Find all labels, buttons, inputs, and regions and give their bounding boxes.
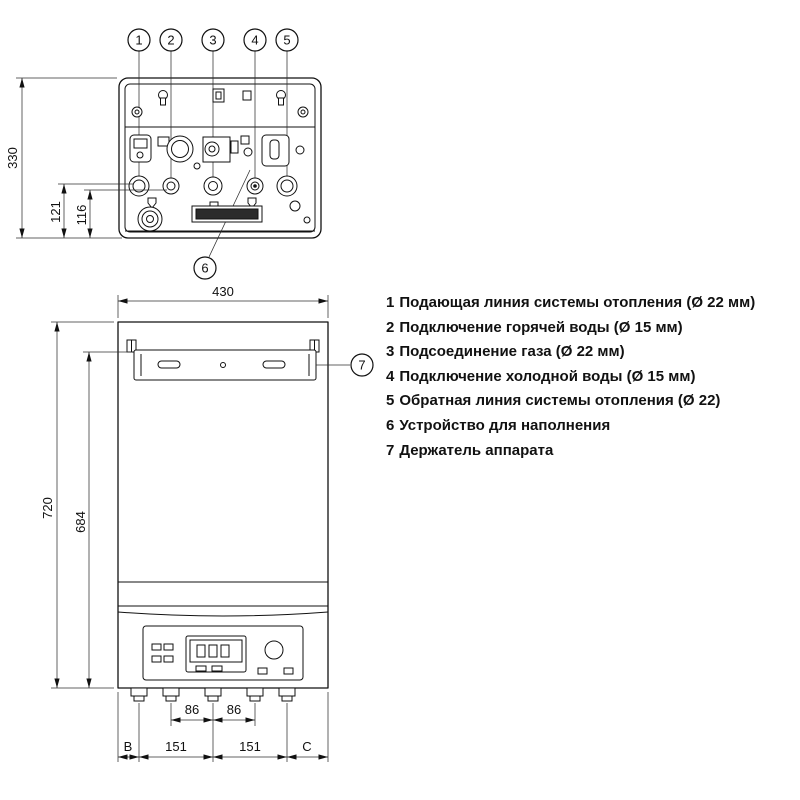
legend-item-3-text: Подсоединение газа (Ø 22 мм) [399,343,625,361]
hydraulic-components [129,134,305,170]
mounting-bracket [133,349,317,381]
callout-1-label: 1 [135,33,142,48]
panel-button [283,667,294,675]
legend-item-3-number: 3 [386,343,395,361]
dim-height-720: 720 [40,321,114,689]
dim-430-label: 430 [212,284,234,299]
legend-item-7-text: Держатель аппарата [399,441,554,459]
callout-2-label: 2 [167,33,174,48]
legend-item-2-text: Подключение горячей воды (Ø 15 мм) [399,318,683,336]
legend-item-1-text: Подающая линия системы отопления (Ø 22 м… [399,294,756,311]
dim-bracket-684: 684 [73,351,132,688]
dim-684-label: 684 [73,511,88,533]
legend-item-6-text: Устройство для наполнения [399,416,611,434]
legend-item-1-number: 1 [386,294,395,311]
panel-button [151,643,162,651]
dim-86-pair: 86 86 [171,702,255,723]
top-view-drawing: 1 2 3 4 5 6 [5,28,322,280]
dim-116: 116 [74,189,167,238]
dim-720-label: 720 [40,497,55,519]
callout-7-badge: 7 [316,353,374,377]
callout-3-badge: 3 [201,28,225,52]
callout-3-label: 3 [209,33,216,48]
panel-button [257,667,268,675]
dim-330-label: 330 [5,147,20,169]
dim-121: 121 [48,183,134,238]
panel-button [195,665,207,672]
panel-button [163,655,174,663]
legend-item-4-text: Подключение холодной воды (Ø 15 мм) [399,367,696,385]
callout-6-label: 6 [201,261,208,276]
panel-button [163,643,174,651]
control-panel [142,625,304,681]
dim-width-430: 430 [117,284,329,318]
callout-7-label: 7 [358,358,365,373]
legend-item-6-number: 6 [386,416,395,434]
dim-bottom-row: B 151 151 C [118,739,328,760]
dim-151-right-label: 151 [239,739,261,754]
callout-4-label: 4 [251,33,258,48]
control-knob [264,640,284,660]
dim-c-label: C [302,739,311,754]
panel-button [151,655,162,663]
bottom-components [137,200,311,232]
panel-button [211,665,223,672]
callout-6-badge: 6 [193,256,217,280]
legend-item-7-number: 7 [386,441,395,459]
callout-5-badge: 5 [275,28,299,52]
bottom-dim-extension-lines [117,692,329,762]
dim-116-label: 116 [74,205,89,226]
legend-item-5-number: 5 [386,392,395,410]
dim-151-left-label: 151 [165,739,187,754]
dim-depth-330: 330 [5,77,122,239]
pipe-connections [128,175,298,197]
boiler-bottom-casing [118,77,322,239]
dim-86-left-label: 86 [185,702,199,717]
callout-1-badge: 1 [127,28,151,52]
callout-5-label: 5 [283,33,290,48]
dim-121-label: 121 [48,201,63,223]
callout-4-badge: 4 [243,28,267,52]
callout-2-badge: 2 [159,28,183,52]
boiler-front-outline [117,321,329,689]
dim-86-right-label: 86 [227,702,241,717]
casing-fasteners [131,88,309,118]
legend-item-5-text: Обратная линия системы отопления (Ø 22) [399,392,721,410]
bottom-connection-stubs [130,687,296,702]
front-view-drawing: 7 [40,284,374,762]
display-screen [185,635,247,673]
dim-b-label: B [124,739,133,754]
legend-item-2-number: 2 [386,318,395,336]
legend-item-4-number: 4 [386,367,395,385]
